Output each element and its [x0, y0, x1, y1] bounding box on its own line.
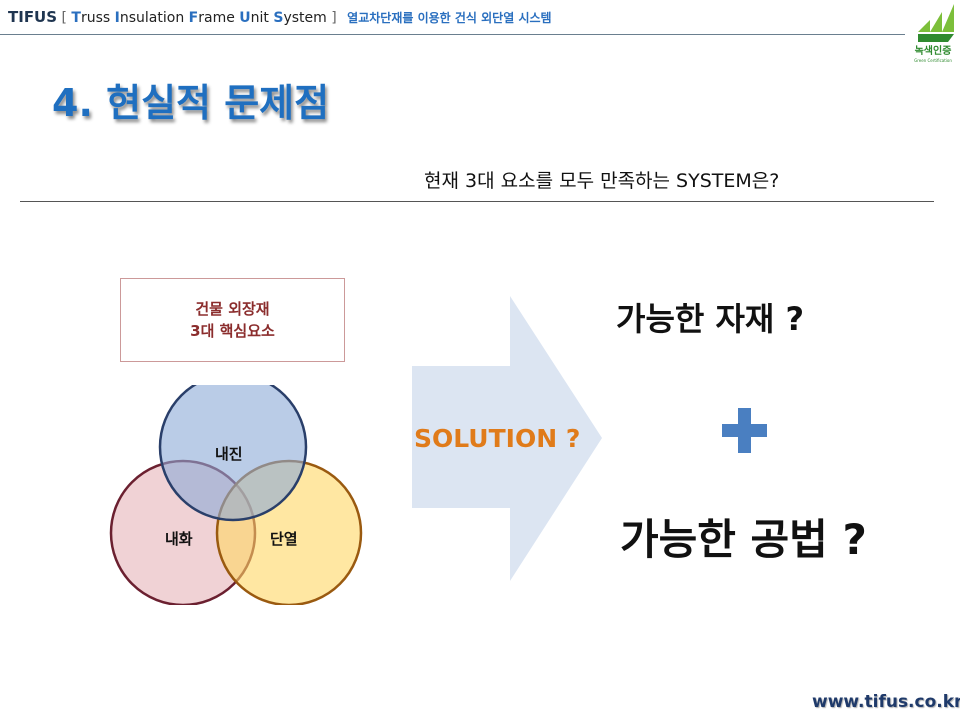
- venn-label-insulation: 단열: [270, 530, 298, 548]
- arrow-shape: [412, 296, 602, 581]
- box-line1: 건물 외장재: [195, 300, 270, 318]
- bracket-close: ]: [331, 10, 337, 26]
- subtitle-divider: [20, 201, 934, 202]
- word-1: Insulation: [114, 10, 185, 26]
- footer-url: www.tifus.co.kr: [812, 692, 960, 712]
- header-title: TIFUS [ Truss Insulation Frame Unit Syst…: [8, 8, 552, 26]
- bracket-open: [: [61, 10, 67, 26]
- circle-seismic: [158, 385, 308, 522]
- key-elements-box: 건물 외장재 3대 핵심요소: [120, 278, 345, 362]
- word-4: System: [273, 10, 327, 26]
- venn-label-seismic: 내진: [215, 445, 243, 463]
- brand: TIFUS: [8, 8, 58, 26]
- green-certification-logo: 녹색인증 Green Certification: [914, 4, 954, 63]
- header-korean: 열교차단재를 이용한 건식 외단열 시스템: [347, 11, 552, 25]
- venn-label-fireproof: 내화: [165, 530, 193, 548]
- box-line2: 3대 핵심요소: [190, 322, 275, 340]
- header-divider: [0, 34, 905, 35]
- word-0: Truss: [71, 10, 111, 26]
- svg-text:Green Certification: Green Certification: [914, 58, 952, 63]
- plus-icon: [722, 408, 767, 453]
- page-title: 4. 현실적 문제점: [52, 81, 330, 125]
- question-method: 가능한 공법 ?: [620, 515, 867, 564]
- svg-text:녹색인증: 녹색인증: [915, 44, 952, 57]
- word-3: Unit: [239, 10, 269, 26]
- solution-text: SOLUTION ?: [414, 424, 581, 453]
- question-material: 가능한 자재 ?: [616, 300, 805, 338]
- word-2: Frame: [188, 10, 235, 26]
- subtitle: 현재 3대 요소를 모두 만족하는 SYSTEM은?: [424, 170, 780, 192]
- venn-diagram: [109, 385, 363, 605]
